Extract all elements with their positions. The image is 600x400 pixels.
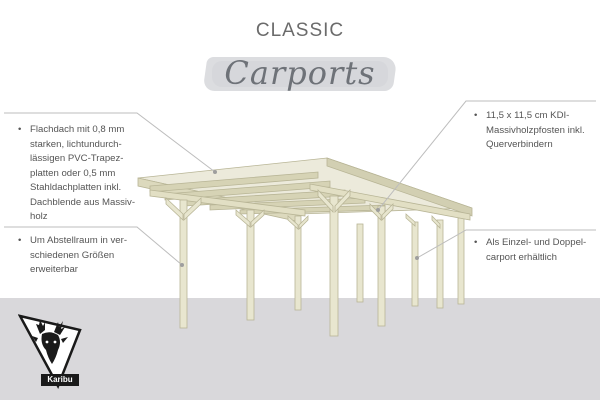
feature-note-roof: • Flachdach mit 0,8 mm starken, lichtund… <box>18 123 148 225</box>
brace-3b <box>298 215 309 230</box>
side-beam-front <box>149 189 306 217</box>
post-front-2 <box>246 209 255 321</box>
post-front-3 <box>294 215 302 311</box>
leader-dot-1 <box>213 170 217 174</box>
leader-dot-4 <box>415 256 419 260</box>
brace-2a <box>235 209 251 228</box>
brace-4a <box>317 188 334 214</box>
deer-head-icon <box>18 314 82 389</box>
post-front-4 <box>329 195 339 337</box>
leader-dot-2 <box>180 263 184 267</box>
brace-5b <box>381 203 394 221</box>
brace-4b <box>334 188 351 214</box>
feature-note-storage: • Um Abstellraum in ver-schiedenen Größe… <box>18 234 150 278</box>
feature-note-text: Flachdach mit 0,8 mm starken, lichtundur… <box>30 124 136 222</box>
heading-subtitle: CLASSIC <box>255 20 345 41</box>
leader-2 <box>4 226 183 266</box>
post-back-3 <box>436 219 444 309</box>
bullet: • <box>474 110 478 121</box>
feature-note-text: Um Abstellraum in ver-schiedenen Größen … <box>30 235 128 275</box>
floor-band <box>0 298 600 400</box>
feature-note-text: Als Einzel- und Doppel-carport erhältlic… <box>486 237 587 263</box>
feature-note-text: 11,5 x 11,5 cm KDI-Massivholzpfosten ink… <box>486 110 585 150</box>
post-back-1 <box>356 223 364 303</box>
leader-1 <box>4 112 216 173</box>
brace-3a <box>287 215 299 230</box>
brace-1b <box>183 197 202 221</box>
leader-dot-3 <box>376 208 380 212</box>
logo-wordmark: Karibu <box>41 374 79 386</box>
bullet: • <box>18 235 22 246</box>
leader-3 <box>377 100 596 211</box>
bullet: • <box>474 237 478 248</box>
leader-4 <box>416 229 596 259</box>
brace-6a <box>405 213 416 227</box>
bullet: • <box>18 124 22 135</box>
heading-title: Carports <box>224 54 376 92</box>
title-brush-highlight <box>212 61 388 87</box>
feature-note-variants: • Als Einzel- und Doppel-carport erhältl… <box>474 236 598 265</box>
feature-note-posts: • 11,5 x 11,5 cm KDI-Massivholzpfosten i… <box>474 109 598 153</box>
roof-fascia-side <box>326 157 473 217</box>
brace-2b <box>250 209 265 228</box>
brace-1a <box>165 197 184 221</box>
brace-7a <box>431 215 441 229</box>
